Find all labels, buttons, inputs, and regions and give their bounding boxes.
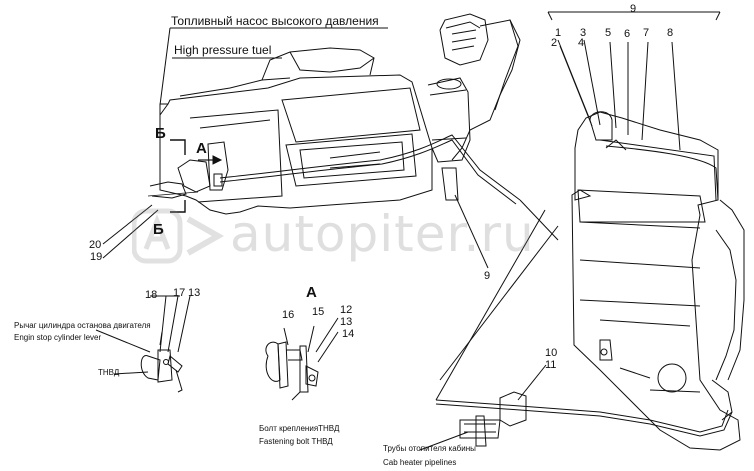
cylinder-lever-label-ru: Рычаг цилиндра останова двигателя: [14, 321, 151, 330]
callout-4: 4: [578, 37, 585, 49]
watermark-logo-icon: [132, 208, 224, 264]
view-a-title: A: [306, 284, 317, 301]
callout-12: 12: [340, 304, 353, 316]
callout-19: 19: [90, 251, 103, 263]
callout-5: 5: [605, 27, 612, 39]
callout-15: 15: [312, 306, 325, 318]
callout-8: 8: [667, 27, 674, 39]
callout-1: 1: [555, 27, 562, 39]
callout-17: 17: [173, 287, 186, 299]
watermark: autopiter.ru: [132, 205, 622, 267]
section-b-top-label: Б: [155, 125, 166, 142]
callout-20: 20: [89, 239, 102, 251]
callout-6: 6: [624, 28, 631, 40]
callout-10: 10: [545, 347, 558, 359]
cylinder-lever-label-en: Engin stop cylinder lever: [14, 333, 102, 342]
view-a-arrow-label: A: [196, 140, 207, 157]
fuel-pump-label-en: High pressure tuel: [174, 43, 272, 57]
callout-7: 7: [643, 27, 650, 39]
callout-9-top: 9: [630, 3, 637, 15]
bolt-label-ru: Болт крепленияТНВД: [259, 424, 340, 433]
callout-11: 11: [545, 359, 557, 371]
callout-14: 14: [342, 328, 355, 340]
callout-3: 3: [580, 27, 587, 39]
callout-18: 18: [145, 289, 158, 301]
watermark-text: autopiter.ru: [230, 205, 535, 263]
fuel-pump-label-ru: Топливный насос высокого давления: [171, 14, 379, 28]
pipes-label-en: Cab heater pipelines: [383, 458, 457, 467]
callout-9-mid: 9: [484, 270, 491, 282]
callout-13-right: 13: [340, 316, 353, 328]
pipes-label-ru: Трубы отопителя кабины: [383, 444, 476, 453]
bolt-label-en: Fastening bolt ТНВД: [259, 437, 333, 446]
callout-16: 16: [282, 309, 295, 321]
tnvd-label: ТНВД: [98, 368, 120, 377]
callout-2: 2: [551, 37, 558, 49]
section-b-bottom-label: Б: [153, 221, 164, 238]
callout-13-left: 13: [188, 287, 201, 299]
